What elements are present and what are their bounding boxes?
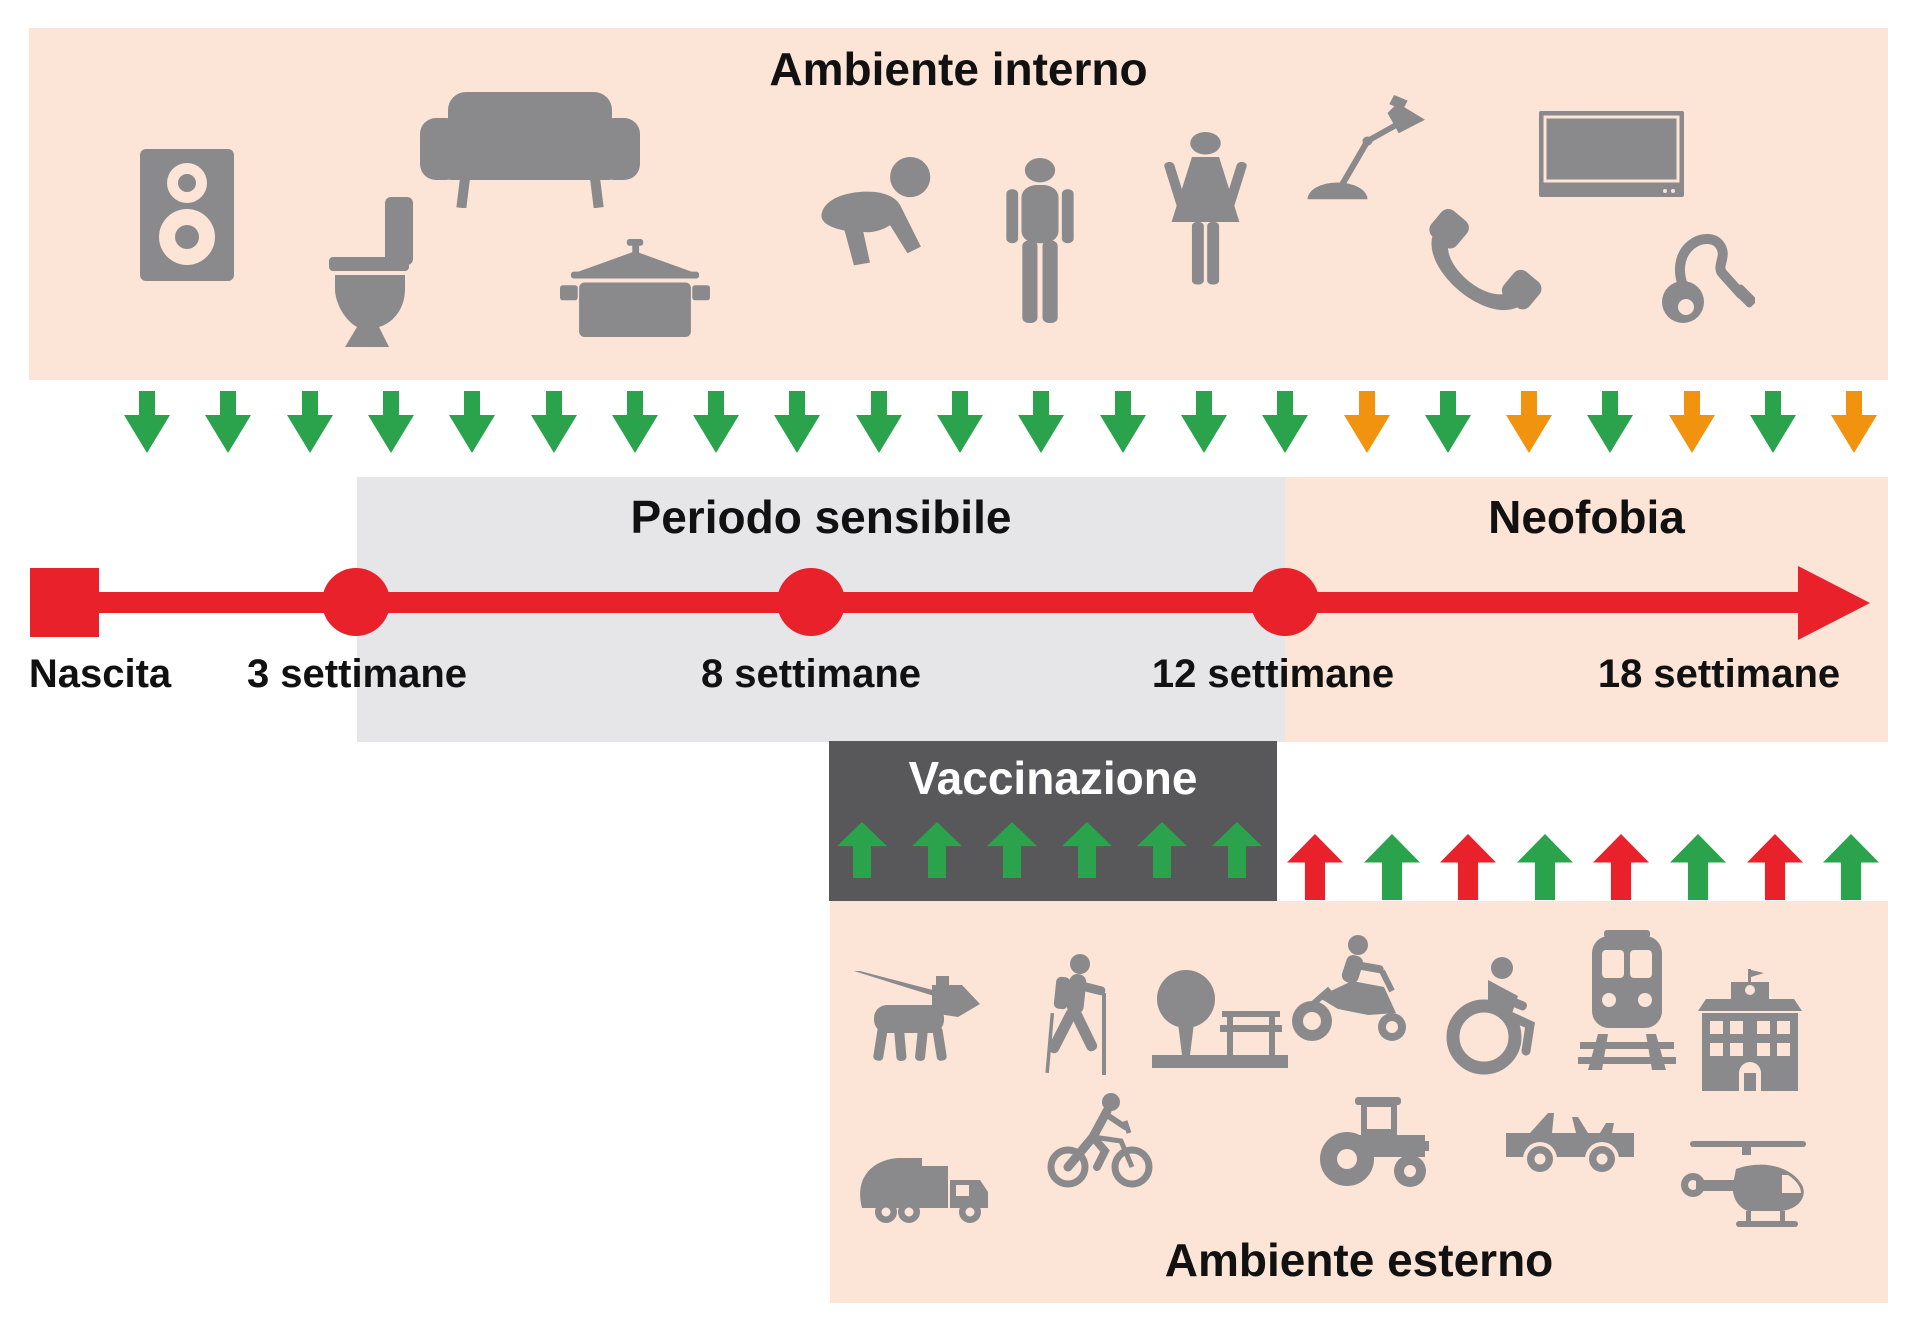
timeline-dot-12-weeks: [1251, 568, 1319, 636]
down-arrow-green: [937, 391, 983, 453]
vaccination-up-arrow-green: [1212, 822, 1262, 878]
lamp-icon: [1275, 94, 1425, 206]
vaccination-title: Vaccinazione: [908, 752, 1198, 804]
jeep-icon: [1502, 1103, 1638, 1177]
down-arrow-green: [124, 391, 170, 453]
man-icon: [1003, 157, 1077, 323]
up-arrow-red: [1746, 834, 1803, 900]
vaccination-up-arrow-green: [1137, 822, 1187, 878]
timeline-line: [84, 592, 1800, 613]
tractor-icon: [1315, 1091, 1435, 1189]
down-arrow-orange: [1831, 391, 1878, 453]
pot-icon: [560, 239, 710, 337]
milestone-label-12-weeks: 12 settimane: [1151, 652, 1395, 696]
down-arrow-green: [449, 391, 496, 453]
down-arrow-green: [530, 391, 577, 453]
dog-leash-icon: [854, 971, 986, 1073]
wheelchair-icon: [1442, 955, 1548, 1075]
phone-icon: [1414, 204, 1542, 332]
down-arrow-green: [1018, 391, 1065, 453]
woman-icon: [1158, 132, 1253, 292]
timeline-start-square: [30, 568, 99, 637]
vaccination-panel: Vaccinazione: [829, 741, 1277, 901]
down-arrow-green: [286, 391, 333, 453]
down-arrow-green: [611, 391, 658, 453]
down-arrow-green: [1750, 391, 1796, 453]
sensitive-period-title: Periodo sensibile: [630, 491, 1012, 543]
outdoor-environment-title: Ambiente esterno: [1164, 1234, 1554, 1286]
up-arrow-green: [1823, 834, 1880, 900]
toilet-icon: [325, 197, 425, 347]
milestone-label-18-weeks: 18 settimane: [1597, 652, 1841, 696]
up-arrow-red: [1593, 834, 1650, 900]
down-arrow-orange: [1668, 391, 1715, 453]
vaccination-up-arrow-green: [1062, 822, 1112, 878]
indoor-environment-title: Ambiente interno: [769, 43, 1148, 95]
milestone-label-8-weeks: 8 settimane: [700, 652, 922, 696]
school-icon: [1684, 969, 1816, 1091]
down-arrow-green: [693, 391, 740, 453]
baby-icon: [795, 149, 945, 272]
milestone-label-3-weeks: 3 settimane: [246, 652, 468, 696]
milestone-label-birth: Nascita: [28, 652, 172, 696]
up-arrow-green: [1363, 834, 1420, 900]
train-icon: [1578, 930, 1676, 1070]
indoor-environment-panel: Ambiente interno: [29, 28, 1888, 380]
speaker-icon: [140, 149, 234, 281]
up-arrow-green: [1516, 834, 1573, 900]
garbage-truck-icon: [854, 1142, 1006, 1228]
motorbike-icon: [1284, 933, 1416, 1047]
up-arrow-red: [1440, 834, 1497, 900]
down-arrow-green: [855, 391, 902, 453]
down-arrow-orange: [1506, 391, 1553, 453]
down-arrow-green: [1180, 391, 1227, 453]
vaccination-up-arrow-green: [912, 822, 962, 878]
down-arrow-green: [1587, 391, 1634, 453]
down-arrow-orange: [1343, 391, 1390, 453]
helicopter-icon: [1680, 1141, 1812, 1229]
down-arrow-green: [1262, 391, 1309, 453]
timeline-arrowhead: [1798, 566, 1870, 640]
vaccination-up-arrow-green: [837, 822, 887, 878]
tv-icon: [1538, 111, 1684, 197]
park-bench-icon: [1152, 969, 1288, 1075]
down-arrow-green: [367, 391, 414, 453]
neophobia-title: Neofobia: [1488, 491, 1685, 543]
down-arrow-green: [1424, 391, 1471, 453]
cyclist-icon: [1047, 1091, 1153, 1189]
down-arrow-green: [205, 391, 252, 453]
vacuum-icon: [1655, 228, 1755, 324]
sofa-icon: [420, 92, 640, 208]
timeline-dot-8-weeks: [777, 568, 845, 636]
up-arrow-red: [1287, 834, 1343, 900]
timeline-dot-3-weeks: [322, 568, 390, 636]
up-arrow-green: [1670, 834, 1726, 900]
hiker-icon: [1028, 953, 1122, 1083]
vaccination-up-arrow-green: [987, 822, 1037, 878]
down-arrow-green: [1099, 391, 1146, 453]
down-arrow-green: [774, 391, 821, 453]
